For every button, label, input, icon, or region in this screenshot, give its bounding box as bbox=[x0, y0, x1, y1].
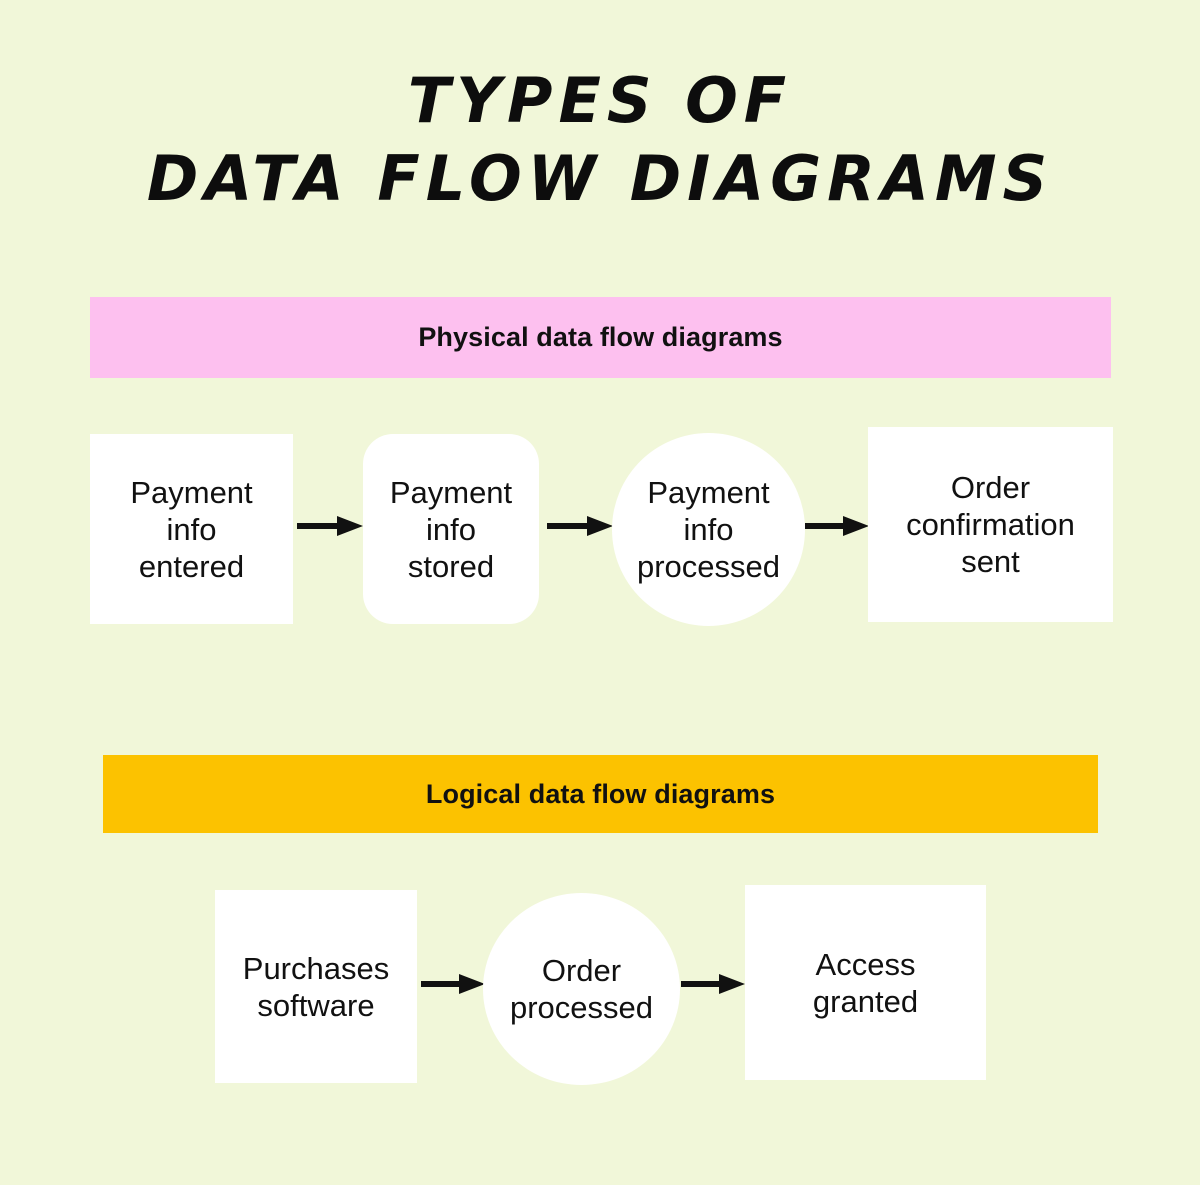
flow-node-label-line-3: processed bbox=[636, 549, 781, 584]
flow-node-payment-info-processed[interactable]: Payment info processed bbox=[612, 433, 805, 626]
flow-row-logical: Purchases software Order processed bbox=[0, 885, 1200, 1085]
flow-node-label-line-2: processed bbox=[509, 990, 654, 1025]
flow-row-physical: Payment info entered Payment info stored bbox=[0, 427, 1200, 627]
flow-node-payment-info-stored[interactable]: Payment info stored bbox=[363, 434, 539, 624]
arrow-right-icon bbox=[547, 513, 613, 539]
flow-node-label-line-3: sent bbox=[961, 544, 1020, 579]
flow-node-label-line-1: Order bbox=[541, 953, 622, 988]
flow-node-label-line-2: confirmation bbox=[906, 507, 1075, 542]
flow-node-order-processed[interactable]: Order processed bbox=[483, 893, 680, 1085]
flow-node-order-confirmation-sent[interactable]: Order confirmation sent bbox=[868, 427, 1113, 622]
arrow-right-icon bbox=[681, 971, 745, 997]
arrow-right-icon bbox=[805, 513, 869, 539]
arrow-right-icon bbox=[297, 513, 363, 539]
flow-node-label-line-2: info bbox=[683, 512, 734, 547]
flow-node-label-line-1: Payment bbox=[389, 474, 513, 510]
arrow-right-icon bbox=[421, 971, 485, 997]
flow-node-label-line-2: granted bbox=[812, 983, 919, 1019]
page-title-line-2: data flow diagrams bbox=[146, 142, 1054, 215]
flow-node-label-line-1: Order bbox=[950, 470, 1031, 505]
page-title-line-1: Types of bbox=[407, 64, 793, 137]
flow-node-payment-info-entered[interactable]: Payment info entered bbox=[90, 434, 293, 624]
page-title: Types of data flow diagrams bbox=[0, 62, 1200, 218]
flow-node-label-line-1: Purchases bbox=[242, 950, 390, 986]
section-banner-physical-label: Physical data flow diagrams bbox=[418, 322, 783, 352]
section-banner-logical: Logical data flow diagrams bbox=[103, 755, 1098, 833]
flow-node-label-line-1: Access bbox=[815, 946, 916, 982]
flow-node-access-granted[interactable]: Access granted bbox=[745, 885, 986, 1080]
section-banner-logical-label: Logical data flow diagrams bbox=[425, 778, 776, 809]
flow-node-label-line-3: entered bbox=[138, 548, 245, 584]
flow-node-label-line-1: Payment bbox=[647, 475, 770, 510]
flow-node-label-line-2: info bbox=[166, 511, 217, 547]
flow-node-label-line-2: info bbox=[426, 511, 476, 547]
flow-node-purchases-software[interactable]: Purchases software bbox=[215, 890, 417, 1083]
flow-node-label-line-3: stored bbox=[407, 548, 495, 584]
flow-node-label-line-1: Payment bbox=[130, 474, 253, 510]
section-banner-physical: Physical data flow diagrams bbox=[90, 297, 1111, 378]
flow-node-label-line-2: software bbox=[257, 987, 375, 1023]
